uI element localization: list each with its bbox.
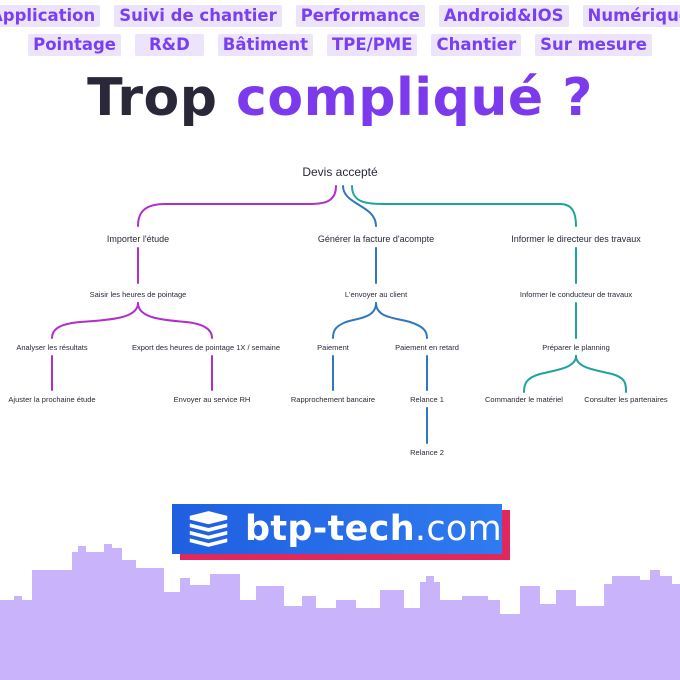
edge-saisir-export: [137, 302, 213, 339]
tag-application: Application: [0, 5, 101, 27]
node-export-heures: Export des heures de pointage 1X / semai…: [132, 343, 280, 352]
node-importer-etude: Importer l'étude: [107, 234, 169, 244]
edge-root-facture: [342, 185, 377, 227]
tag-numerique: Numérique: [582, 5, 680, 27]
node-consulter-partenaires: Consulter les partenaires: [584, 395, 668, 404]
node-relance-1: Relance 1: [410, 395, 444, 404]
tag-android-ios: Android&IOS: [438, 5, 569, 27]
tag-batiment: Bâtiment: [217, 34, 314, 56]
tag-pointage: Pointage: [28, 34, 121, 56]
logo-wordmark: btp-tech.com: [245, 509, 502, 549]
logo-text-bold: btp-tech: [245, 509, 415, 549]
edge-envoyer-paiement: [332, 302, 377, 339]
tag-sur-mesure: Sur mesure: [535, 34, 652, 56]
edge-saisir-analyser: [51, 302, 139, 339]
node-rapprochement-bancaire: Rapprochement bancaire: [291, 395, 375, 404]
tag-chantier: Chantier: [431, 34, 522, 56]
logo-text-light: .com: [414, 509, 502, 549]
node-informer-directeur: Informer le directeur des travaux: [511, 234, 641, 244]
tag-row-2: Pointage R&D Bâtiment TPE/PME Chantier S…: [0, 34, 680, 56]
headline-part-2: compliqué ?: [236, 68, 593, 128]
edge-envoyer-retard: [375, 302, 428, 339]
edge-planning-consulter: [575, 355, 627, 393]
workflow-tree: Devis accepté Importer l'étude Saisir le…: [8, 165, 668, 457]
node-paiement: Paiement: [317, 343, 350, 352]
logo-box: btp-tech.com: [172, 504, 502, 554]
node-saisir-heures: Saisir les heures de pointage: [90, 290, 187, 299]
edge-planning-commander: [523, 355, 577, 393]
node-ajuster-etude: Ajuster la prochaine étude: [8, 395, 95, 404]
node-paiement-retard: Paiement en retard: [395, 343, 459, 352]
node-analyser-resultats: Analyser les résultats: [16, 343, 88, 352]
node-envoyer-client: L'envoyer au client: [345, 290, 408, 299]
node-preparer-planning: Préparer le planning: [542, 343, 610, 352]
city-skyline: [0, 544, 680, 680]
node-commander-materiel: Commander le matériel: [485, 395, 563, 404]
btp-tech-logo: btp-tech.com: [172, 504, 510, 560]
headline-part-1: Trop: [87, 68, 218, 128]
headline: Trop compliqué ?: [0, 66, 680, 130]
node-devis-accepte: Devis accepté: [302, 165, 378, 179]
tag-tpe-pme: TPE/PME: [327, 34, 418, 56]
node-envoyer-rh: Envoyer au service RH: [174, 395, 251, 404]
tag-row-1: Application Suivi de chantier Performanc…: [0, 5, 680, 27]
node-relance-2: Relance 2: [410, 448, 444, 457]
tag-cloud: Application Suivi de chantier Performanc…: [0, 0, 680, 56]
stacked-layers-icon: [189, 511, 228, 547]
tag-performance: Performance: [295, 5, 425, 27]
edge-root-directeur: [351, 185, 577, 227]
node-informer-conducteur: Informer le conducteur de travaux: [520, 290, 632, 299]
tag-r-and-d: R&D: [134, 34, 204, 56]
edge-root-importer: [137, 185, 337, 227]
tag-suivi-de-chantier: Suivi de chantier: [114, 5, 282, 27]
node-generer-facture: Générer la facture d'acompte: [318, 234, 434, 244]
